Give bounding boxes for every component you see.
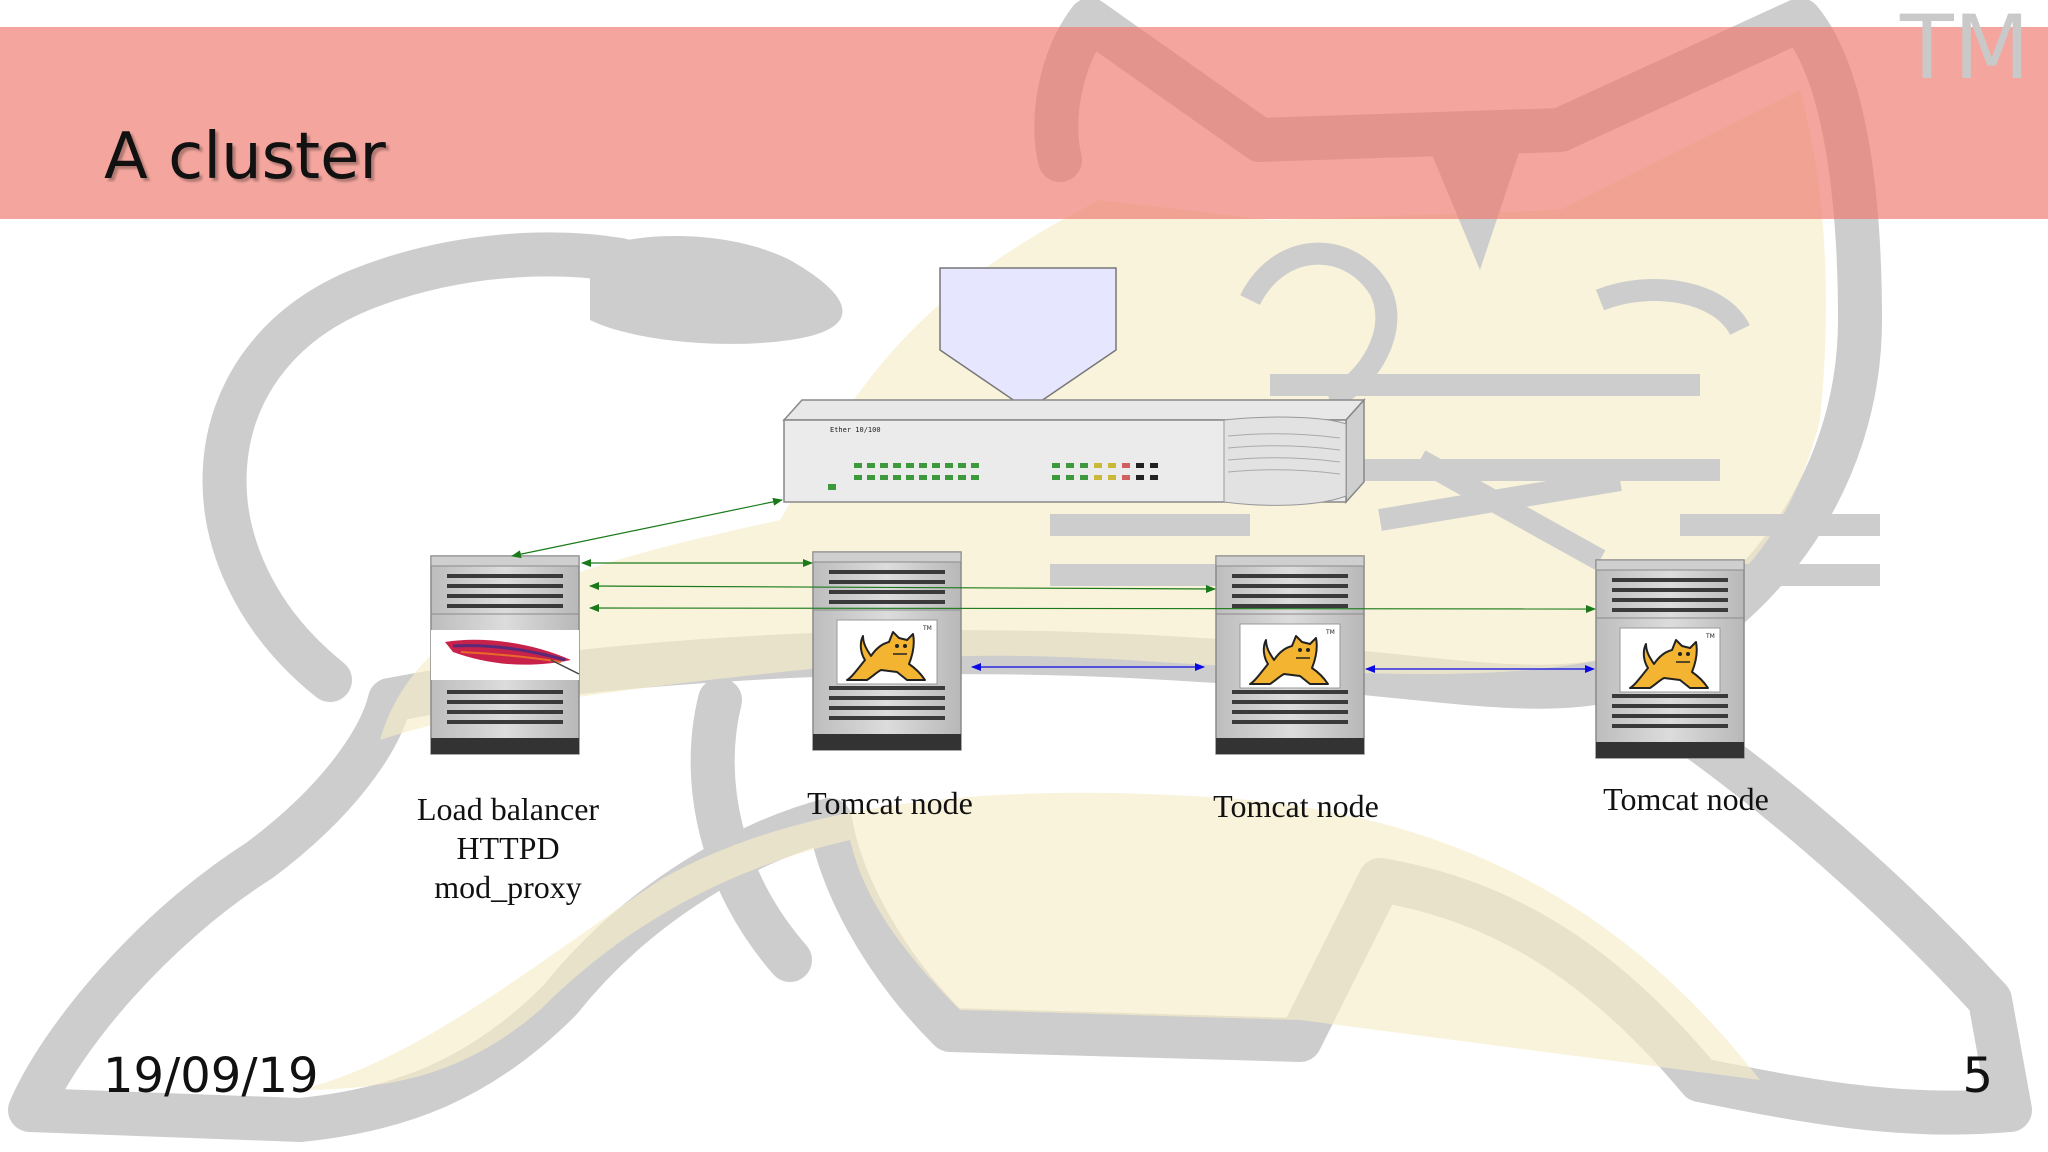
- port-led: [1136, 463, 1144, 468]
- slide-title: A cluster: [104, 120, 386, 194]
- server-tomcat-3: [1595, 559, 1745, 759]
- server-load-balancer: [430, 555, 580, 755]
- port-led: [893, 475, 901, 480]
- port-led: [1066, 475, 1074, 480]
- port-led: [1094, 463, 1102, 468]
- port-led: [1150, 463, 1158, 468]
- internet-block: [939, 267, 1117, 411]
- port-led: [880, 463, 888, 468]
- switch-label: Ether 10/100: [830, 426, 881, 434]
- port-led: [854, 475, 862, 480]
- port-led: [945, 475, 953, 480]
- port-led: [854, 463, 862, 468]
- port-led: [867, 463, 875, 468]
- watermark-tm: TM: [1900, 0, 2030, 99]
- port-led: [1108, 463, 1116, 468]
- port-led: [971, 463, 979, 468]
- port-led: [1052, 463, 1060, 468]
- port-led: [1080, 475, 1088, 480]
- port-led: [1052, 475, 1060, 480]
- label-line: Load balancer: [416, 791, 600, 827]
- power-led: [828, 484, 836, 490]
- label-tomcat-3: Tomcat node: [1556, 780, 1816, 819]
- label-load-balancer: Load balancer HTTPD mod_proxy: [380, 790, 636, 907]
- label-line: Tomcat node: [1213, 788, 1379, 824]
- port-led: [919, 463, 927, 468]
- port-led: [867, 475, 875, 480]
- label-line: Tomcat node: [807, 785, 973, 821]
- port-led: [932, 463, 940, 468]
- port-led: [958, 463, 966, 468]
- port-led: [1108, 475, 1116, 480]
- port-led: [945, 463, 953, 468]
- tomcat-cat-icon: [1239, 623, 1341, 689]
- port-led: [1150, 475, 1158, 480]
- port-led: [1066, 463, 1074, 468]
- tomcat-cat-icon: [1619, 627, 1721, 693]
- port-led: [906, 463, 914, 468]
- label-line: mod_proxy: [434, 869, 582, 905]
- label-tomcat-2: Tomcat node: [1166, 787, 1426, 826]
- label-line: Tomcat node: [1603, 781, 1769, 817]
- port-led: [1122, 475, 1130, 480]
- port-led: [906, 475, 914, 480]
- tomcat-cat-icon: [836, 619, 938, 685]
- port-led: [1136, 475, 1144, 480]
- port-led: [971, 475, 979, 480]
- port-led: [932, 475, 940, 480]
- server-tomcat-2: [1215, 555, 1365, 755]
- apache-feather-icon: [431, 630, 580, 680]
- link-lb-tomcat-3: [589, 604, 1596, 613]
- network-switch: Ether 10/100: [782, 398, 1366, 506]
- port-led: [893, 463, 901, 468]
- link-lb-tomcat-2: [589, 582, 1216, 593]
- label-line: HTTPD: [456, 830, 560, 866]
- footer-date: 19/09/19: [103, 1048, 319, 1104]
- label-tomcat-1: Tomcat node: [760, 784, 1020, 823]
- port-led: [880, 475, 888, 480]
- title-bar: [0, 27, 2048, 219]
- link-lb-switch: [511, 497, 783, 559]
- port-led: [958, 475, 966, 480]
- page-number: 5: [1962, 1048, 1993, 1104]
- server-tomcat-1: [812, 551, 962, 751]
- port-led: [1122, 463, 1130, 468]
- port-led: [919, 475, 927, 480]
- port-led: [1094, 475, 1102, 480]
- port-led: [1080, 463, 1088, 468]
